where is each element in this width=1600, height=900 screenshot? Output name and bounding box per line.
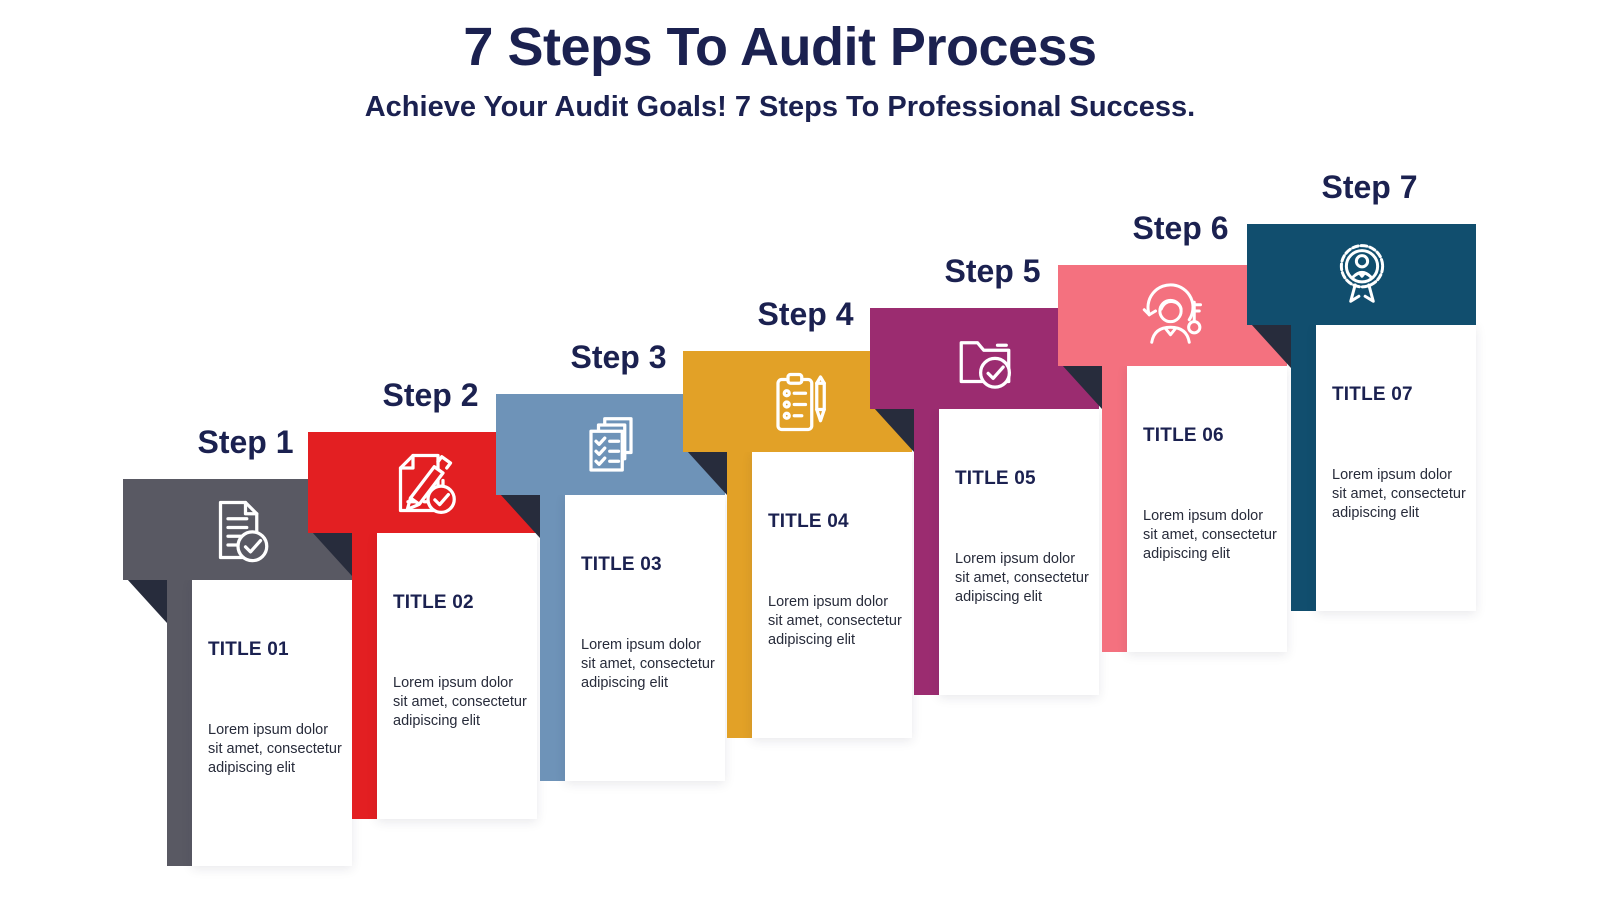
page-title: 7 Steps To Audit Process	[463, 17, 1097, 77]
step-card: TITLE 04 Lorem ipsum dolor sit amet, con…	[752, 451, 912, 738]
step-2: Step 2 TITLE 02 Lorem ipsum dolor sit am…	[308, 377, 537, 819]
step-card: TITLE 01 Lorem ipsum dolor sit amet, con…	[192, 579, 352, 866]
step-card: TITLE 06 Lorem ipsum dolor sit amet, con…	[1127, 365, 1287, 652]
ribbon-pole	[727, 451, 752, 738]
step-description: Lorem ipsum dolor sit amet, consectetur …	[1332, 467, 1466, 521]
step-1: Step 1 TITLE 01 Lorem ipsum dolor sit am…	[123, 424, 352, 866]
ribbon-pole	[540, 494, 565, 781]
step-title: TITLE 03	[581, 554, 662, 575]
step-card: TITLE 02 Lorem ipsum dolor sit amet, con…	[377, 532, 537, 819]
header: 7 Steps To Audit Process Achieve Your Au…	[0, 0, 1560, 124]
step-label: Step 2	[382, 377, 479, 413]
step-title: TITLE 05	[955, 468, 1036, 489]
step-banner	[1247, 224, 1476, 325]
step-title: TITLE 06	[1143, 425, 1224, 446]
ribbon-pole	[167, 579, 192, 866]
step-description: Lorem ipsum dolor sit amet, consectetur …	[768, 594, 902, 648]
step-title: TITLE 02	[393, 592, 474, 613]
step-description: Lorem ipsum dolor sit amet, consectetur …	[1143, 508, 1277, 562]
clipboard-pen-icon	[775, 372, 826, 431]
page-subtitle: Achieve Your Audit Goals! 7 Steps To Pro…	[364, 91, 1196, 124]
step-title: TITLE 04	[768, 511, 849, 532]
step-description: Lorem ipsum dolor sit amet, consectetur …	[955, 551, 1089, 605]
step-title: TITLE 07	[1332, 384, 1413, 405]
award-badge-icon	[1339, 243, 1384, 303]
ribbon-pole	[1291, 324, 1316, 611]
person-key-icon	[1142, 282, 1202, 344]
step-label: Step 3	[570, 339, 667, 375]
step-card: TITLE 05 Lorem ipsum dolor sit amet, con…	[939, 408, 1099, 695]
step-label: Step 1	[197, 424, 294, 460]
document-check-icon	[218, 500, 268, 562]
step-5: Step 5 TITLE 05 Lorem ipsum dolor sit am…	[870, 253, 1099, 695]
step-label: Step 4	[757, 296, 854, 332]
documents-stack-icon	[588, 416, 633, 472]
step-description: Lorem ipsum dolor sit amet, consectetur …	[208, 722, 342, 776]
step-title: TITLE 01	[208, 639, 289, 660]
step-6: Step 6 TITLE 06 Lorem ipsum dolor sit am…	[1058, 210, 1287, 652]
ribbon-pole	[914, 408, 939, 695]
ribbon-pole	[352, 532, 377, 819]
step-label: Step 6	[1132, 210, 1229, 246]
step-label: Step 5	[944, 253, 1041, 289]
step-4: Step 4 TITLE 04 Lorem ipsum dolor sit am…	[683, 296, 912, 738]
step-label: Step 7	[1321, 169, 1418, 205]
step-card: TITLE 07 Lorem ipsum dolor sit amet, con…	[1316, 324, 1476, 611]
edit-document-icon	[398, 453, 456, 514]
step-description: Lorem ipsum dolor sit amet, consectetur …	[393, 675, 527, 729]
ribbon-fold	[127, 579, 167, 623]
ribbon-pole	[1102, 365, 1127, 652]
step-7: Step 7 TITLE 07 Lorem ipsum dolor sit am…	[1247, 169, 1476, 611]
step-card: TITLE 03 Lorem ipsum dolor sit amet, con…	[565, 494, 725, 781]
step-description: Lorem ipsum dolor sit amet, consectetur …	[581, 637, 715, 691]
folder-check-icon	[959, 340, 1011, 389]
